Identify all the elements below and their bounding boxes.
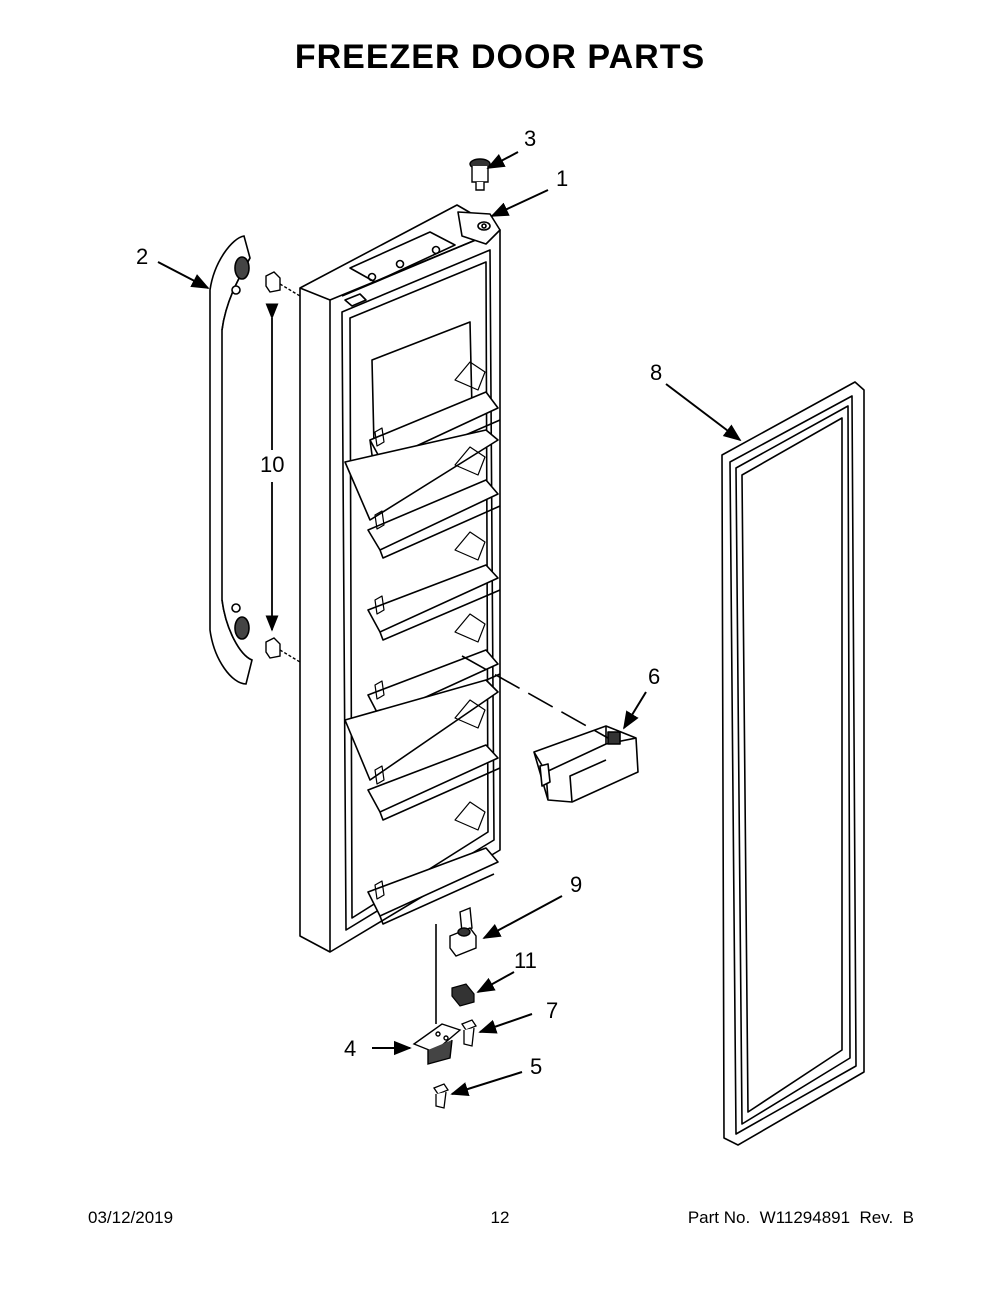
hinge-screw-large <box>433 1083 449 1109</box>
bottom-hinge-bracket <box>412 1023 462 1065</box>
callout-3: 3 <box>524 126 536 151</box>
callout-2: 2 <box>136 244 148 269</box>
hinge-pin <box>449 907 477 957</box>
footer-page-number: 12 <box>490 1208 510 1227</box>
footer-date: 03/12/2019 <box>88 1208 174 1227</box>
bin-leader-dashed <box>461 655 609 739</box>
door-handle <box>209 235 253 685</box>
callout-6: 6 <box>648 664 660 689</box>
callout-4: 4 <box>344 1036 356 1061</box>
bushing <box>451 983 475 1007</box>
freezer-door <box>299 204 501 953</box>
callout-labels: 1 2 3 4 5 6 7 8 9 10 11 <box>136 126 662 1079</box>
footer-part-info: Part No. W11294891 Rev. B <box>687 1208 914 1227</box>
page-title: FREEZER DOOR PARTS <box>294 38 706 76</box>
callout-arrows <box>157 151 742 1097</box>
door-bin <box>533 725 639 803</box>
callout-10: 10 <box>260 452 284 477</box>
callout-9: 9 <box>570 872 582 897</box>
callout-8: 8 <box>650 360 662 385</box>
callout-5: 5 <box>530 1054 542 1079</box>
door-gasket <box>721 381 865 1146</box>
door-shelves <box>344 391 501 925</box>
hinge-cap <box>469 158 491 191</box>
callout-7: 7 <box>546 998 558 1023</box>
callout-11: 11 <box>514 948 537 973</box>
callout-1: 1 <box>556 166 568 191</box>
hinge-screw-small <box>461 1019 477 1047</box>
handle-screws <box>265 271 301 663</box>
